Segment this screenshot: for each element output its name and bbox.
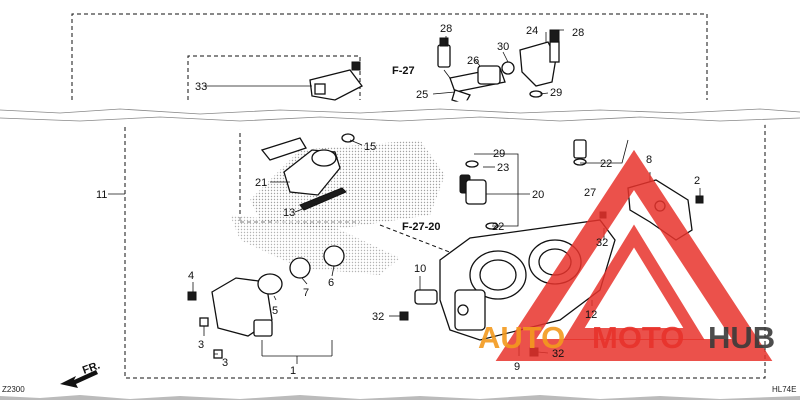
upper-injector-group	[437, 29, 560, 105]
injector-20	[459, 139, 587, 230]
callout-30: 30	[497, 41, 509, 53]
gasket-plate-13	[260, 133, 355, 211]
callout-13: 13	[283, 207, 295, 219]
watermark-word-auto: AUTO	[478, 320, 565, 355]
callout-27: 27	[584, 187, 596, 199]
callout-28-right: 28	[572, 27, 584, 39]
bottom-torn-edge	[0, 395, 800, 400]
front-arrow-label: FR.	[81, 359, 102, 376]
callout-29-top: 29	[550, 87, 562, 99]
bolt-head-28-left	[439, 37, 449, 47]
callout-7: 7	[303, 287, 309, 299]
injector-joint	[477, 65, 501, 85]
bolt-28-right	[549, 41, 560, 63]
diagram-code-right: HL74E	[772, 385, 796, 394]
intake-connector-group	[187, 245, 539, 359]
watermark-word-moto: MOTO	[592, 320, 684, 355]
callout-5: 5	[272, 305, 278, 317]
callout-3-right: 3	[222, 357, 228, 369]
automotohub-watermark: AUTO MOTO HUB	[478, 149, 775, 361]
callout-32-mid: 32	[372, 311, 384, 323]
callout-32-bottom: 32	[552, 348, 564, 360]
front-direction-arrow: FR.	[60, 359, 102, 388]
watermark-word-hub: HUB	[708, 320, 775, 355]
callout-11: 11	[96, 189, 107, 201]
callout-32-right: 32	[596, 237, 608, 249]
callout-labels: 28 24 28 26 30 F-27 25 29 33 11 15 21 13…	[96, 23, 700, 377]
callout-9: 9	[514, 361, 520, 373]
callout-12: 12	[585, 309, 597, 321]
callout-23: 23	[497, 162, 509, 174]
callout-22-right: 22	[600, 158, 612, 170]
callout-26: 26	[467, 55, 479, 67]
joint-24	[519, 41, 557, 87]
callout-2: 2	[694, 175, 700, 187]
reference-f27-top: F-27	[392, 65, 415, 77]
callout-4: 4	[188, 270, 194, 282]
callout-1: 1	[290, 365, 296, 377]
callout-29-mid: 29	[493, 148, 505, 160]
callout-22-mid: 22	[492, 221, 504, 233]
leader-lines	[108, 29, 701, 364]
callout-33: 33	[195, 81, 207, 93]
bolt-28-left	[437, 44, 451, 68]
diagram-code-left: Z2300	[2, 385, 25, 394]
callout-6: 6	[328, 277, 334, 289]
o-ring-30	[501, 61, 515, 75]
callout-10: 10	[414, 263, 426, 275]
bracket-33	[309, 61, 363, 101]
callout-28-left: 28	[440, 23, 452, 35]
callout-15: 15	[364, 141, 376, 153]
callout-25: 25	[416, 89, 428, 101]
callout-3-left: 3	[198, 339, 204, 351]
callout-20: 20	[532, 189, 544, 201]
callout-24: 24	[526, 25, 538, 37]
callout-8: 8	[646, 154, 652, 166]
torn-strip	[0, 99, 800, 131]
reference-f27-20: F-27-20	[402, 221, 441, 233]
callout-21: 21	[255, 177, 267, 189]
